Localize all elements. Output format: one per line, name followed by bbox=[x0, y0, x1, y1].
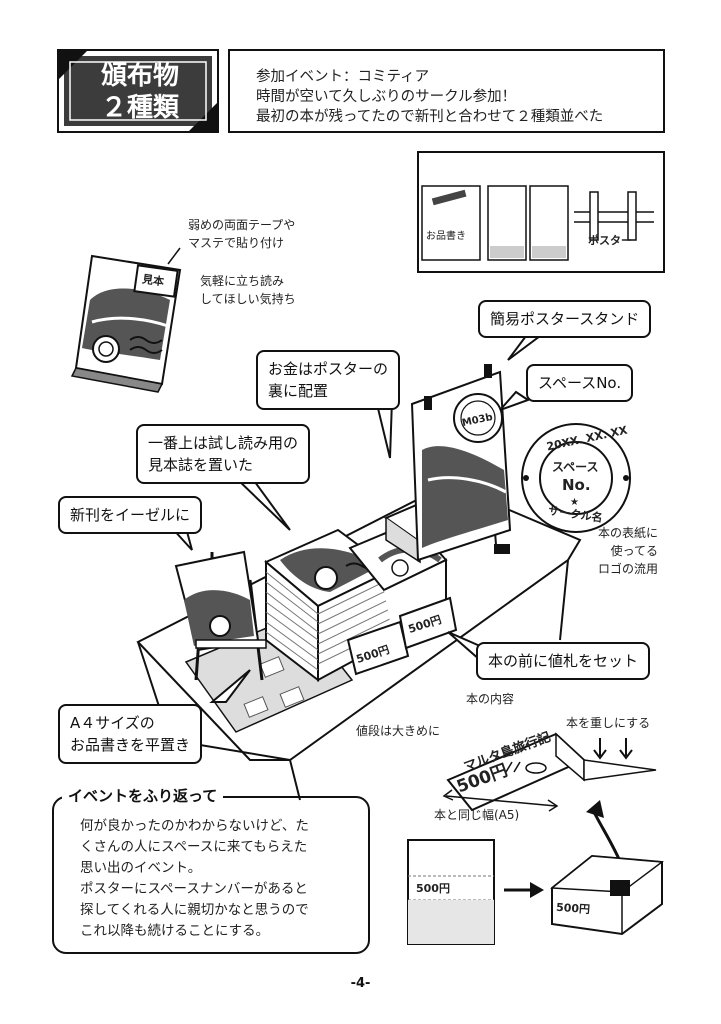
logo-center-2: No. bbox=[562, 476, 591, 494]
callout-money: お金はポスターの 裏に配置 bbox=[256, 350, 401, 410]
callout-space-no: スペースNo. bbox=[526, 364, 634, 402]
reflection-text: 何が良かったのかわからないけど、た くさんの人にスペースに来てもらえた 思い出の… bbox=[80, 818, 309, 939]
header-line-1: 参加イベント：コミティア bbox=[256, 69, 430, 85]
sample-stamp: 見本 bbox=[141, 272, 165, 289]
label-content: 本の内容 bbox=[466, 692, 515, 706]
label-weight: 本を重しにする bbox=[566, 716, 651, 730]
reflection-title: イベントをふり返って bbox=[62, 785, 224, 806]
callout-a4-menu: A４サイズの お品書きを平置き bbox=[58, 704, 203, 764]
table-drawing bbox=[136, 364, 582, 801]
sample-book-drawing bbox=[70, 247, 182, 393]
sheet-price: 500円 bbox=[416, 882, 450, 895]
callout-tails bbox=[169, 335, 543, 703]
header-note: 参加イベント：コミティア 時間が空いて久しぶりのサークル参加！ 最初の本が残って… bbox=[228, 49, 665, 133]
note-tape: 弱めの両面テープや マステで貼り付け bbox=[188, 218, 296, 250]
label-price: 値段は大きめに bbox=[356, 724, 441, 738]
callout-poster-stand: 簡易ポスタースタンド bbox=[478, 300, 652, 338]
page-number: -4- bbox=[350, 976, 371, 991]
folded-price: 500円 bbox=[555, 900, 591, 917]
logo-note: 本の表紙に 使ってる ロゴの流用 bbox=[598, 526, 659, 576]
layout-diagram bbox=[417, 151, 665, 273]
title-badge: 頒布物 ２種類 bbox=[70, 60, 210, 124]
logo-star: ★ bbox=[570, 497, 579, 508]
layout-label-menu: お品書き bbox=[426, 231, 466, 242]
logo-stamp-drawing bbox=[521, 423, 631, 533]
title-line2: ２種類 bbox=[100, 93, 179, 123]
header-line-2: 時間が空いて久しぶりのサークル参加！ bbox=[256, 89, 517, 105]
callout-price-tag: 本の前に値札をセット bbox=[476, 642, 651, 680]
logo-center-1: スペース bbox=[552, 460, 599, 474]
title-badge-shape bbox=[57, 49, 219, 133]
callout-sample-top: 一番上は試し読み用の 見本誌を置いた bbox=[136, 424, 311, 484]
callout-easel: 新刊をイーゼルに bbox=[58, 496, 203, 534]
note-read: 気軽に立ち読み してほしい気持ち bbox=[200, 274, 296, 306]
layout-label-poster: ポスター bbox=[588, 234, 632, 247]
header-line-3: 最初の本が残ってたので新刊と合わせて２種類並べた bbox=[256, 109, 604, 125]
price-tag-detail-drawing bbox=[407, 732, 665, 945]
width-note: 本と同じ幅(A5) bbox=[434, 808, 520, 822]
title-line1: 頒布物 bbox=[100, 61, 179, 91]
